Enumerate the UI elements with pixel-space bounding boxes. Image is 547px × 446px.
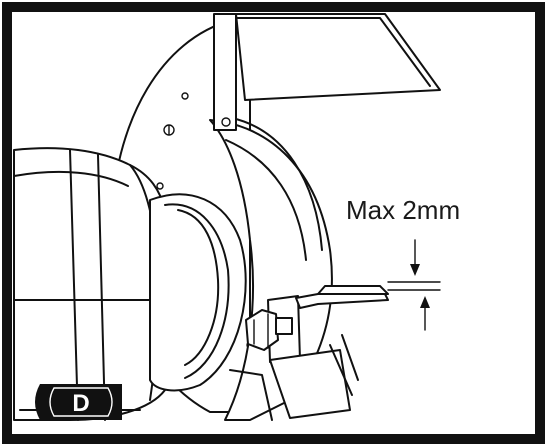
flange-bolt-hole	[163, 124, 175, 136]
motor-housing	[13, 147, 166, 421]
figure-label-badge: D	[35, 384, 122, 420]
tool-rest-knob	[245, 309, 293, 351]
wheel-guard	[209, 117, 333, 421]
dimension-arrow-up-icon	[420, 296, 430, 331]
eye-shield	[213, 13, 441, 131]
tool-rest	[267, 285, 389, 419]
guard-lower-edge	[229, 369, 273, 421]
badge-letter: D	[72, 390, 89, 417]
gap-dimension	[387, 281, 441, 291]
dimension-arrow-down-icon	[410, 239, 420, 276]
motor-hub	[149, 193, 247, 392]
max-gap-label: Max 2mm	[346, 195, 460, 225]
